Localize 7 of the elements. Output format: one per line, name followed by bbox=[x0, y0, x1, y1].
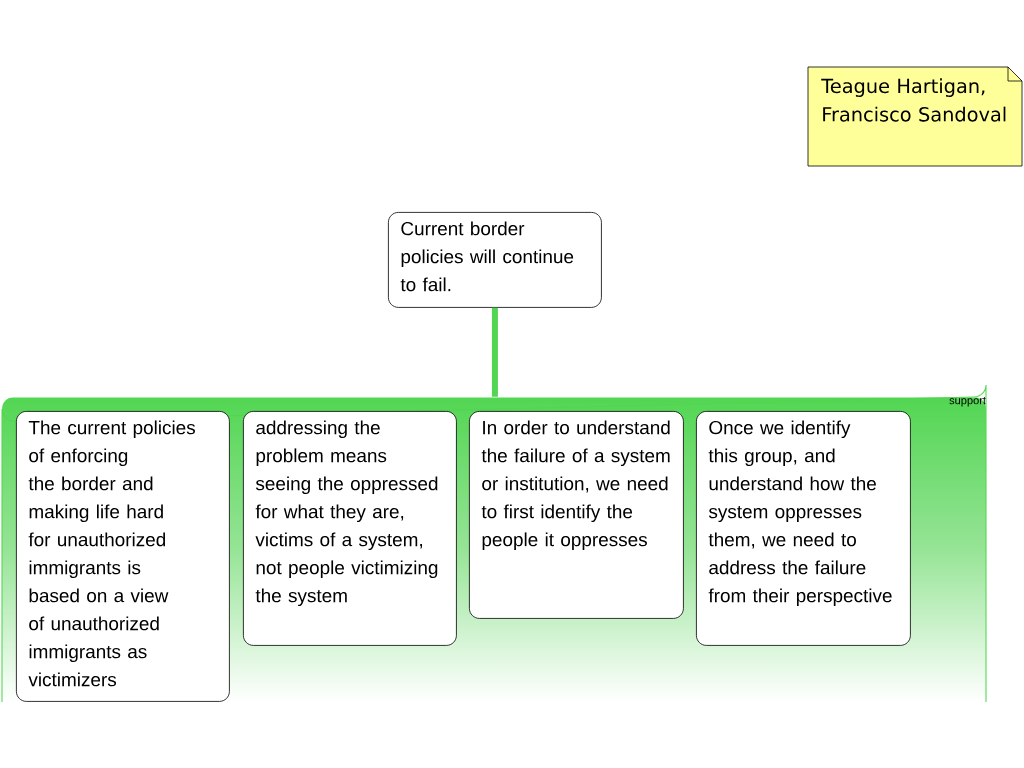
connector bbox=[491, 307, 498, 397]
reason-box: In order to understand the failure of a system or institution, we need to first identify the people it oppresses bbox=[469, 411, 684, 619]
reason-box: addressing the problem means seeing the oppressed for what they are, victims of a system, not people victimizing the system bbox=[243, 411, 457, 646]
claim-box: Current border policies will continue to fail. bbox=[388, 212, 602, 308]
reason-box: The current policies of enforcing the border and making life hard for unauthorized immigrants is based on a view of unauthorized immigrants as victimizers bbox=[16, 411, 230, 702]
sticky-note: Teague Hartigan, Francisco Sandoval bbox=[807, 66, 1023, 167]
reason-box: Once we identify this group, and understand how the system oppresses them, we need to address the failure from their perspective bbox=[696, 411, 911, 646]
